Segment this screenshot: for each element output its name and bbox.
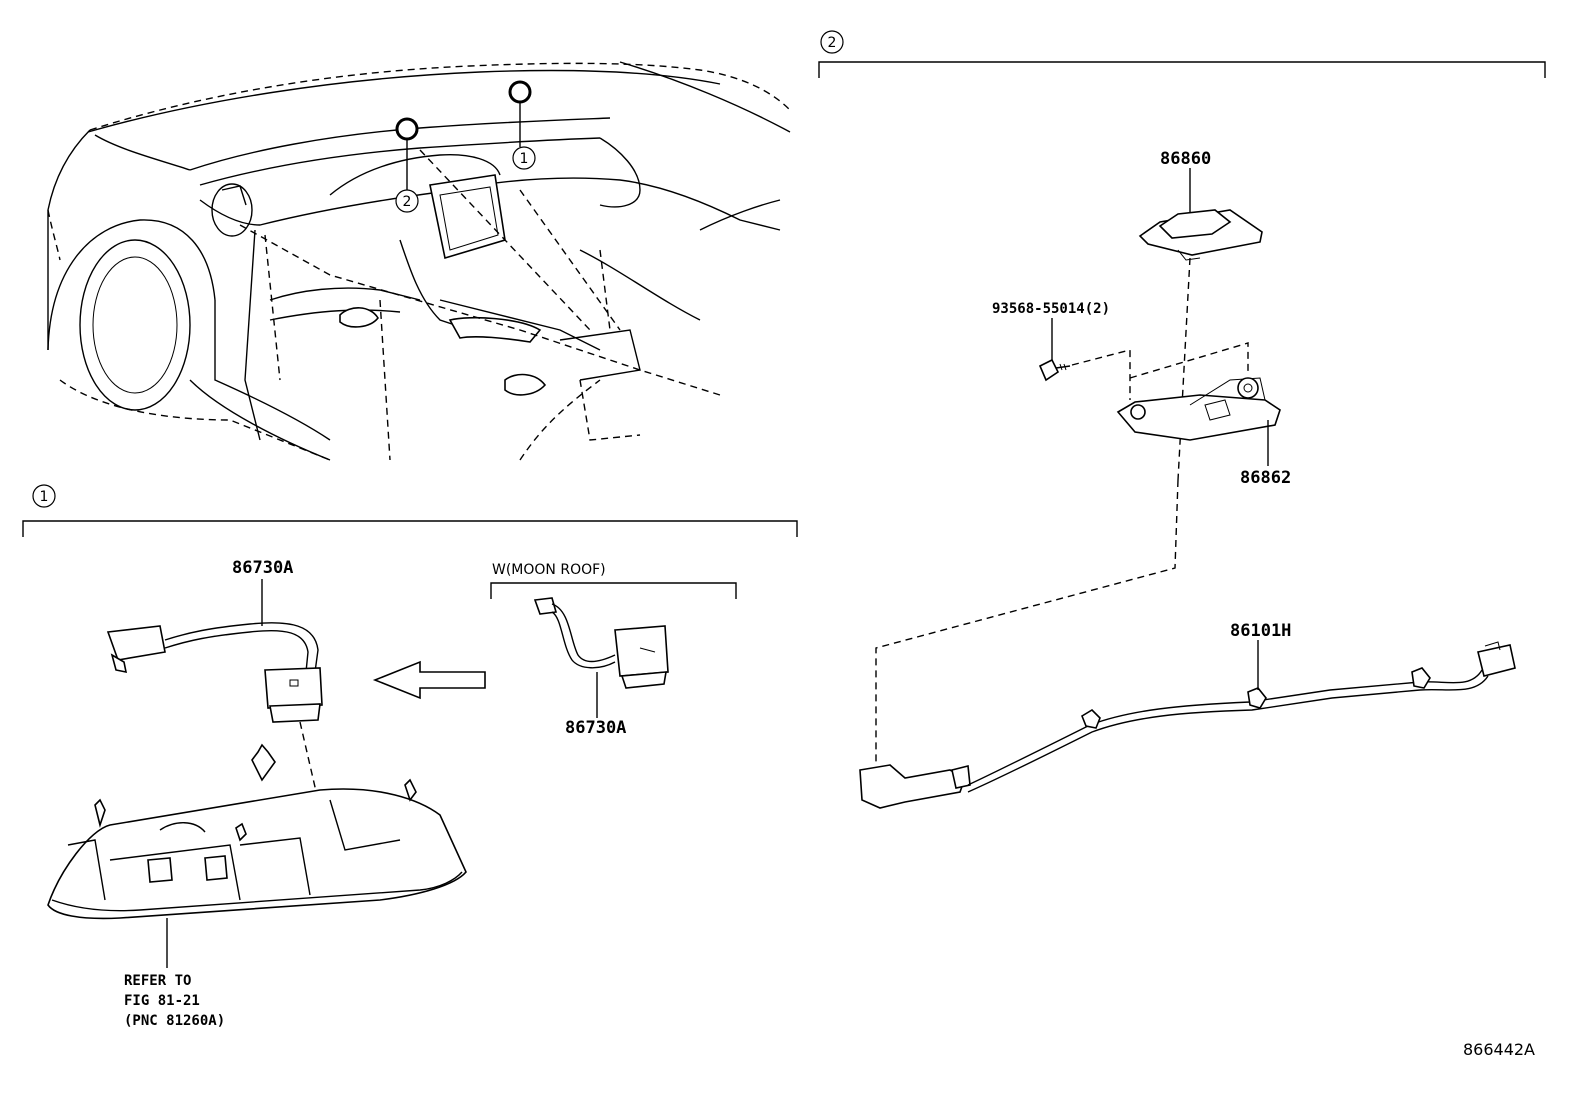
callout-1-label: 1 bbox=[520, 151, 529, 167]
section-1-bracket bbox=[22, 520, 798, 537]
variant-moon-roof-label: W(MOON ROOF) bbox=[492, 562, 606, 578]
part-86860-label: 86860 bbox=[1160, 149, 1211, 169]
part-86730a-main-label: 86730A bbox=[232, 558, 293, 578]
diagram-id: 866442A bbox=[1463, 1040, 1535, 1059]
sensor-bracket bbox=[1116, 377, 1281, 441]
section-1-number: 1 bbox=[40, 489, 49, 505]
callout-1-bubble bbox=[512, 146, 536, 170]
variant-bracket bbox=[490, 582, 737, 599]
callout-2-marker bbox=[395, 117, 419, 141]
refer-to-line1: REFER TO bbox=[124, 973, 191, 989]
refer-to-line2: FIG 81-21 bbox=[124, 993, 200, 1009]
callout-2-label: 2 bbox=[403, 194, 412, 210]
vehicle-interior-overview bbox=[47, 61, 791, 461]
overhead-console bbox=[47, 743, 467, 920]
refer-to-line3: (PNC 81260A) bbox=[124, 1013, 225, 1029]
part-86101h-label: 86101H bbox=[1230, 621, 1291, 641]
direction-arrow bbox=[372, 660, 486, 700]
section-2 bbox=[818, 30, 1546, 809]
screw bbox=[1038, 358, 1071, 382]
part-86730a-variant-label: 86730A bbox=[565, 718, 626, 738]
sensor-cover bbox=[1138, 209, 1263, 261]
wire-harness bbox=[859, 641, 1516, 809]
section-2-bracket bbox=[818, 61, 1546, 78]
map-lamp-wire-assembly bbox=[106, 622, 323, 723]
moon-roof-wire-assembly bbox=[533, 597, 669, 689]
callout-1-marker bbox=[508, 80, 532, 104]
section-2-number: 2 bbox=[828, 35, 837, 51]
section-1 bbox=[22, 484, 798, 968]
part-86862-label: 86862 bbox=[1240, 468, 1291, 488]
section-1-badge bbox=[32, 484, 56, 508]
part-93568-55014-label: 93568-55014(2) bbox=[992, 301, 1110, 317]
section-2-badge bbox=[820, 30, 844, 54]
callout-2-bubble bbox=[395, 189, 419, 213]
